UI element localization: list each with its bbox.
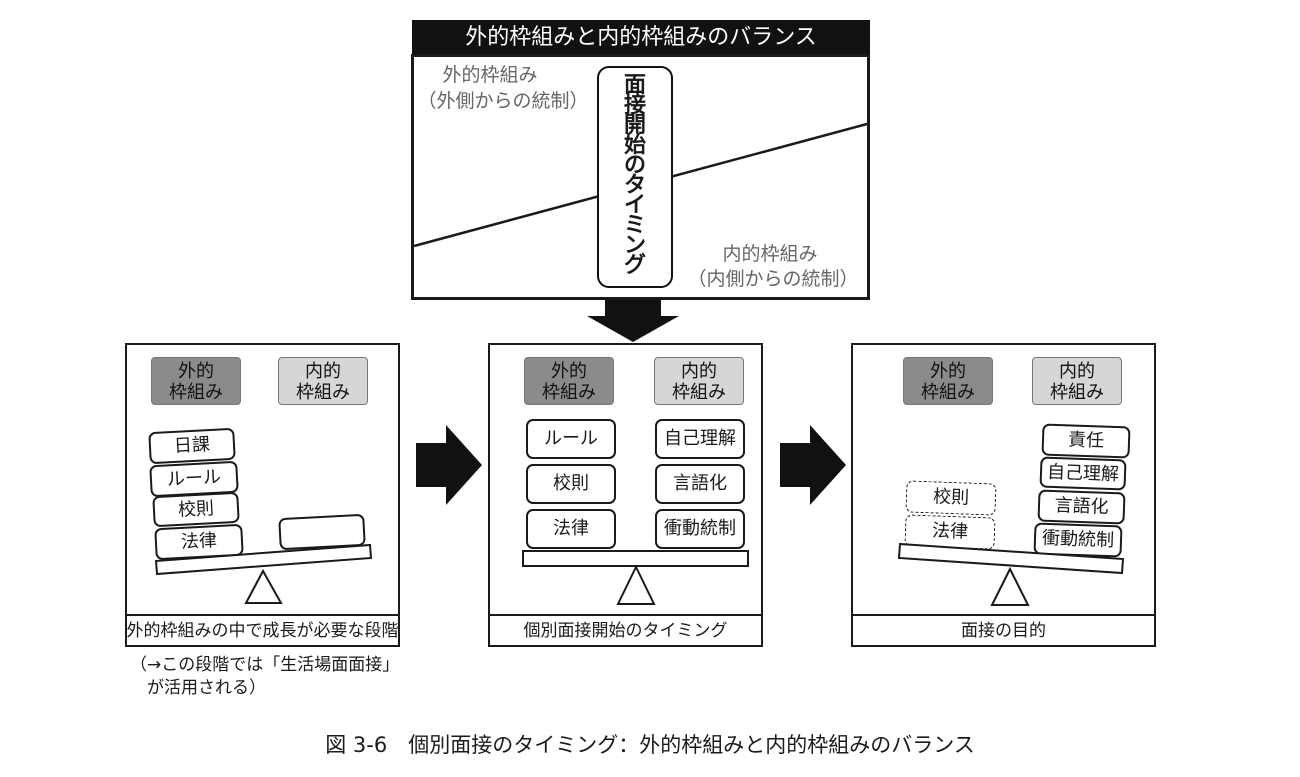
middle-header-internal: 内的 枠組み [654,357,744,405]
seesaw-beam [154,543,373,576]
middle-caption: 個別面接開始のタイミング [488,614,763,647]
external-label-line2: （外側からの統制） [417,90,589,112]
timing-char: 開 [623,113,646,138]
header-line: 外的 [930,361,966,382]
right-header-internal: 内的 枠組み [1032,357,1122,405]
middle-seesaw [522,550,749,605]
header-line: 枠組み [542,382,596,403]
timing-char: ン [623,233,646,258]
header-line: 外的 [551,361,587,382]
header-line: 枠組み [169,382,223,403]
timing-char: 接 [623,93,646,118]
right-arrow-icon [780,425,846,505]
timing-char: イ [623,193,646,218]
figure-caption: 図 3-6 個別面接のタイミング：外的枠組みと内的枠組みのバランス [325,733,975,757]
left-caption: 外的枠組みの中で成長が必要な段階 [125,614,400,647]
middle-block-school-rules: 校則 [526,464,616,504]
header-line: 外的 [178,361,214,382]
interview-timing-box: 面 接 開 始 の タ イ ミ ン グ [597,66,673,288]
timing-char: ミ [623,213,646,238]
header-line: 内的 [681,361,717,382]
middle-block-law: 法律 [526,509,616,549]
timing-char: の [623,153,646,178]
seesaw-fulcrum [990,566,1030,606]
right-arrow-icon [416,425,482,505]
right-caption: 面接の目的 [851,614,1156,647]
left-header-external: 外的 枠組み [151,357,241,405]
left-seesaw [154,543,373,604]
seesaw-beam [897,542,1125,575]
seesaw-fulcrum [616,564,656,605]
left-note-line1: （→この段階では「生活場面面接」 [130,655,400,675]
balance-chart-box [411,54,870,300]
seesaw-fulcrum [244,568,283,604]
left-note-line2: が活用される） [147,678,266,698]
header-line: 枠組み [1050,382,1104,403]
timing-char: タ [623,173,646,198]
header-line: 枠組み [921,382,975,403]
internal-label-line1: 内的枠組み [722,243,818,265]
left-header-internal: 内的 枠組み [278,357,368,405]
external-label-line1: 外的枠組み [442,64,538,86]
interview-timing-text: 面 接 開 始 の タ イ ミ ン グ [599,73,671,278]
top-title-bar: 外的枠組みと内的枠組みのバランス [412,20,870,56]
middle-header-external: 外的 枠組み [524,357,614,405]
header-line: 内的 [1059,361,1095,382]
middle-block-self-understanding: 自己理解 [655,419,745,459]
middle-block-rules: ルール [526,419,616,459]
header-line: 内的 [305,361,341,382]
timing-char: 面 [623,73,646,98]
internal-label-line2: （内側からの統制） [687,268,859,290]
down-arrow-icon [587,300,679,342]
right-seesaw [897,542,1125,606]
middle-block-verbalization: 言語化 [655,464,745,504]
right-header-external: 外的 枠組み [903,357,993,405]
middle-block-impulse-control: 衝動統制 [655,509,745,549]
timing-char: 始 [623,133,646,158]
header-line: 枠組み [296,382,350,403]
timing-char: グ [623,253,646,278]
seesaw-beam [522,550,749,567]
header-line: 枠組み [672,382,726,403]
